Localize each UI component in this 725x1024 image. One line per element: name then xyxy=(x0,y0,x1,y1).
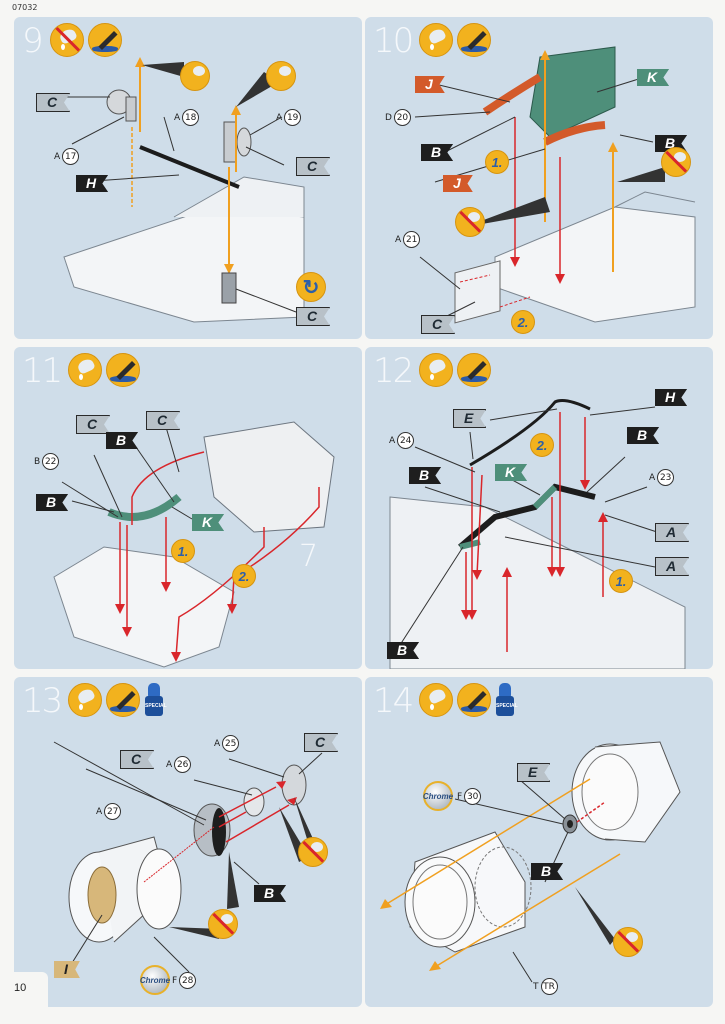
color-flag-k: K xyxy=(637,69,670,86)
glue-icon xyxy=(419,23,453,57)
no-glue-icon xyxy=(613,927,643,957)
heat-glue-icon xyxy=(266,61,296,91)
paint-brush-icon xyxy=(457,353,491,387)
no-glue-icon xyxy=(208,909,238,939)
step-number: 12 xyxy=(373,351,414,391)
order-marker: 2. xyxy=(511,310,535,334)
color-flag-b: B xyxy=(254,885,287,902)
color-flag-b: B xyxy=(387,642,420,659)
color-flag-b: B xyxy=(421,144,454,161)
special-glue-bottle-icon: SPECIAL xyxy=(144,683,167,717)
step-11-diagram xyxy=(53,421,335,668)
glue-icon xyxy=(68,353,102,387)
color-flag-h: H xyxy=(76,175,109,192)
order-marker: 1. xyxy=(485,150,509,174)
reference-step-number: 7 xyxy=(299,539,319,574)
no-glue-icon xyxy=(298,837,328,867)
order-marker: 2. xyxy=(530,433,554,457)
no-glue-icon xyxy=(50,23,84,57)
glue-icon xyxy=(68,683,102,717)
color-flag-j: J xyxy=(415,76,445,93)
no-glue-icon xyxy=(661,147,691,177)
catalog-code: 07032 xyxy=(12,3,38,12)
color-flag-h: H xyxy=(655,389,688,406)
step-9-diagram xyxy=(63,57,305,323)
chrome-icon: Chrome xyxy=(423,781,453,811)
color-flag-b: B xyxy=(409,467,442,484)
color-flag-b: B xyxy=(106,432,139,449)
step-12-diagram xyxy=(389,399,686,669)
step-number: 9 xyxy=(22,21,44,61)
color-flag-b: B xyxy=(627,427,660,444)
color-flag-e: E xyxy=(517,763,551,782)
chrome-icon: Chrome xyxy=(140,965,170,995)
paint-brush-icon xyxy=(457,23,491,57)
step-10-diagram xyxy=(414,46,696,324)
step-13-diagram xyxy=(53,741,323,973)
color-flag-b: B xyxy=(36,494,69,511)
paint-brush-icon xyxy=(88,23,122,57)
color-flag-a: A xyxy=(655,557,690,576)
color-flag-c: C xyxy=(120,750,155,769)
heat-glue-icon xyxy=(180,61,210,91)
color-flag-i: I xyxy=(54,961,80,978)
page-number: 10 xyxy=(0,972,48,1008)
glue-icon xyxy=(419,353,453,387)
step-number: 11 xyxy=(22,351,63,391)
color-flag-k: K xyxy=(192,514,225,531)
no-glue-icon xyxy=(455,207,485,237)
order-marker: 2. xyxy=(232,564,256,588)
step-14-diagram xyxy=(380,741,681,983)
color-flag-c: C xyxy=(36,93,71,112)
flip-model-icon: ↻ xyxy=(296,272,326,302)
color-flag-c: C xyxy=(304,733,339,752)
step-number: 13 xyxy=(22,681,63,721)
step-number: 10 xyxy=(373,21,414,61)
color-flag-e: E xyxy=(453,409,487,428)
glue-icon xyxy=(419,683,453,717)
paint-brush-icon xyxy=(106,683,140,717)
color-flag-b: B xyxy=(531,863,564,880)
special-glue-bottle-icon: SPECIAL xyxy=(495,683,518,717)
paint-brush-icon xyxy=(106,353,140,387)
order-marker: 1. xyxy=(609,569,633,593)
order-marker: 1. xyxy=(171,539,195,563)
color-flag-k: K xyxy=(495,464,528,481)
paint-brush-icon xyxy=(457,683,491,717)
color-flag-j: J xyxy=(443,175,473,192)
step-number: 14 xyxy=(373,681,414,721)
